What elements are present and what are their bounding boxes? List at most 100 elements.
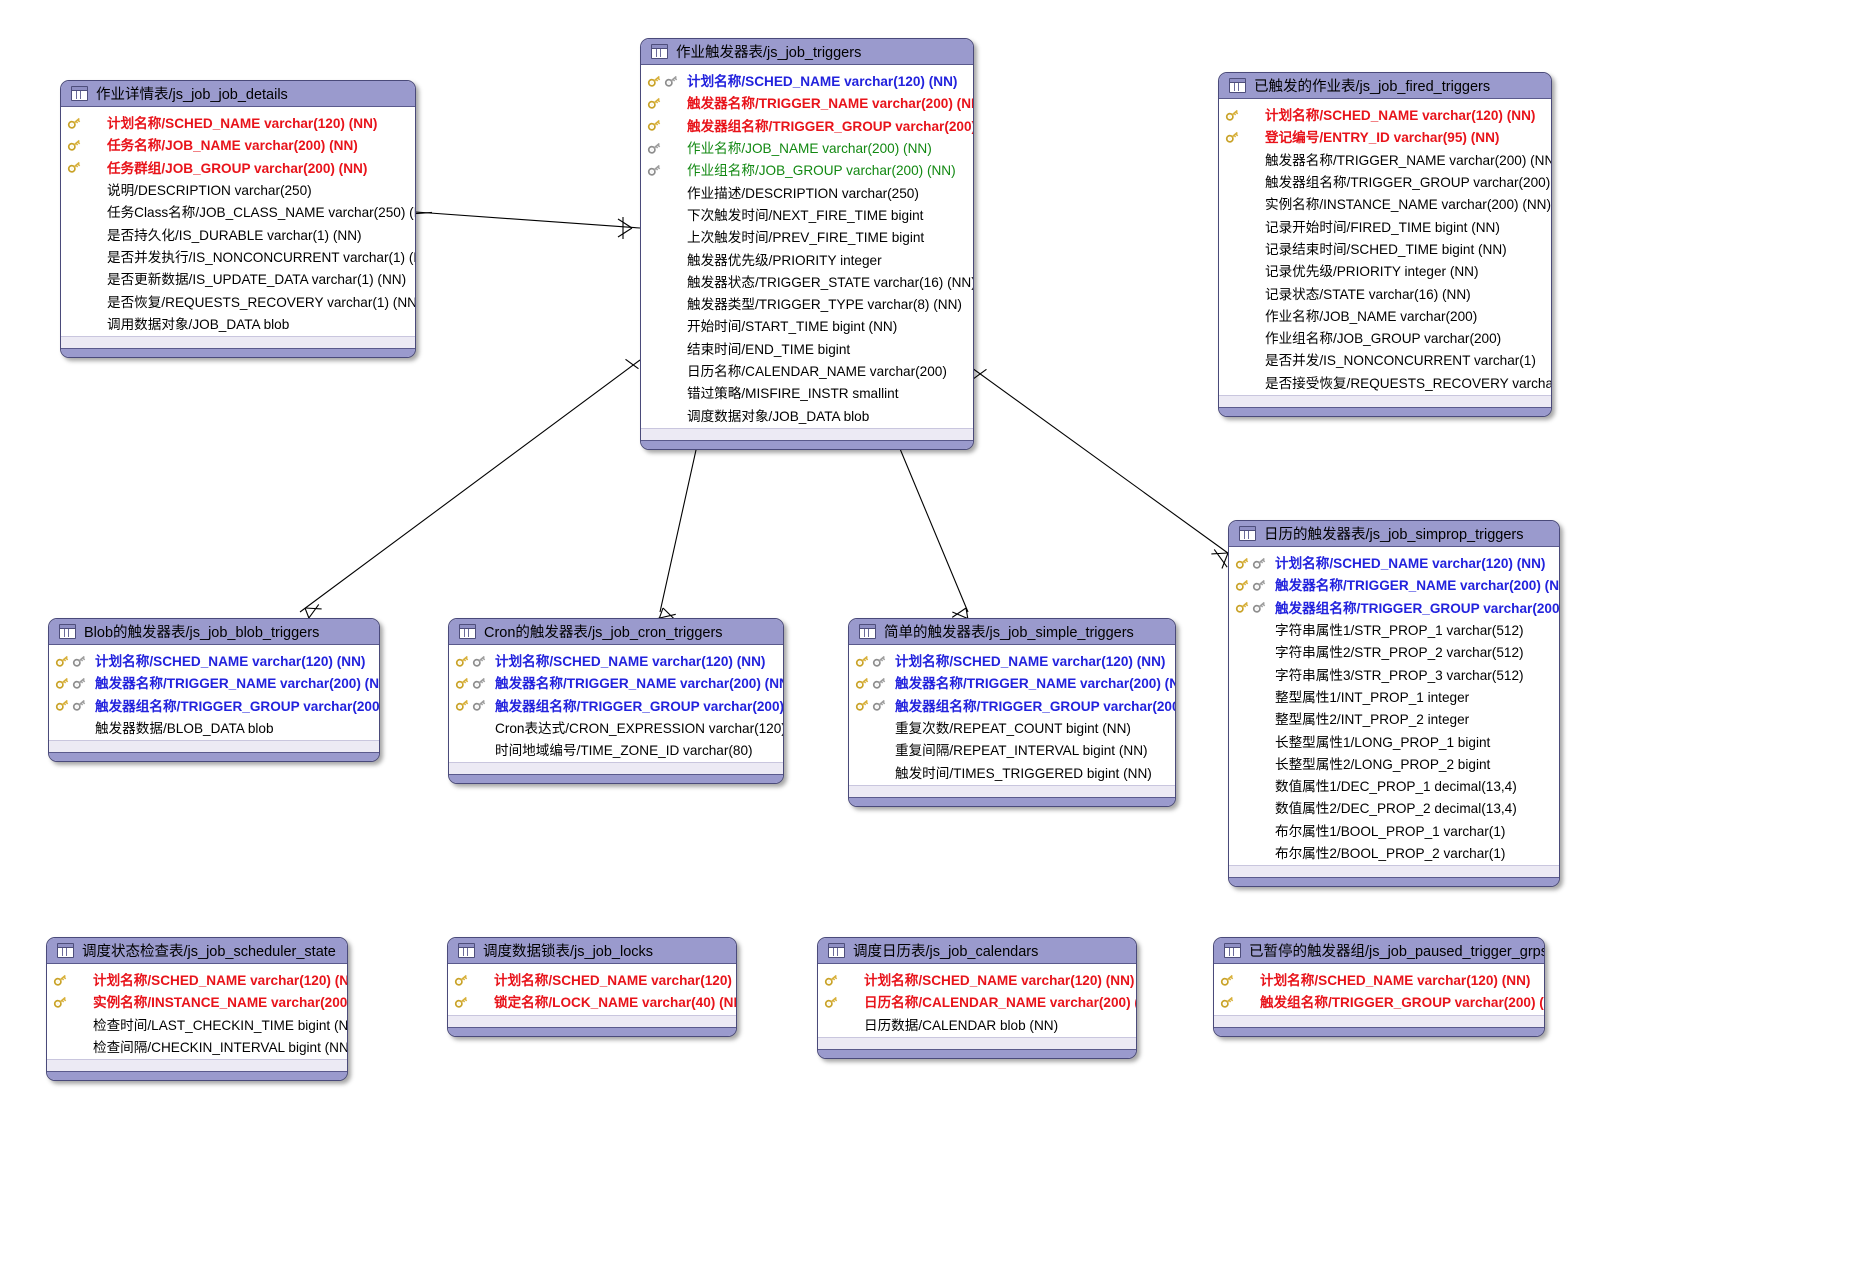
- column-row[interactable]: 日历数据/CALENDAR blob (NN): [818, 1013, 1136, 1035]
- table-header-blob_triggers[interactable]: Blob的触发器表/js_job_blob_triggers: [49, 619, 379, 645]
- column-row[interactable]: 触发器组名称/TRIGGER_GROUP varchar(200) (NN): [449, 694, 783, 716]
- column-row[interactable]: 计划名称/SCHED_NAME varchar(120) (NN): [49, 649, 379, 671]
- column-row[interactable]: 作业名称/JOB_NAME varchar(200) (NN): [641, 136, 973, 158]
- column-row[interactable]: 日历名称/CALENDAR_NAME varchar(200) (NN): [818, 990, 1136, 1012]
- table-header-simprop_triggers[interactable]: 日历的触发器表/js_job_simprop_triggers: [1229, 521, 1559, 547]
- column-row[interactable]: 是否更新数据/IS_UPDATE_DATA varchar(1) (NN): [61, 267, 415, 289]
- column-row[interactable]: 日历名称/CALENDAR_NAME varchar(200): [641, 359, 973, 381]
- entity-table-simprop_triggers[interactable]: 日历的触发器表/js_job_simprop_triggers 计划名称/SCHE…: [1228, 520, 1560, 888]
- column-row[interactable]: 触发器类型/TRIGGER_TYPE varchar(8) (NN): [641, 292, 973, 314]
- column-row[interactable]: 触发器数据/BLOB_DATA blob: [49, 716, 379, 738]
- column-row[interactable]: 错过策略/MISFIRE_INSTR smallint: [641, 381, 973, 403]
- column-row[interactable]: 结束时间/END_TIME bigint: [641, 337, 973, 359]
- column-row[interactable]: 触发器名称/TRIGGER_NAME varchar(200) (NN): [49, 671, 379, 693]
- column-row[interactable]: 记录结束时间/SCHED_TIME bigint (NN): [1219, 237, 1551, 259]
- entity-table-scheduler_state[interactable]: 调度状态检查表/js_job_scheduler_state 计划名称/SCHED…: [46, 937, 348, 1082]
- column-row[interactable]: 是否持久化/IS_DURABLE varchar(1) (NN): [61, 222, 415, 244]
- table-header-paused_trigger_grps[interactable]: 已暂停的触发器组/js_job_paused_trigger_grps: [1214, 938, 1544, 964]
- column-row[interactable]: 记录状态/STATE varchar(16) (NN): [1219, 281, 1551, 303]
- table-header-locks[interactable]: 调度数据锁表/js_job_locks: [448, 938, 736, 964]
- column-row[interactable]: 计划名称/SCHED_NAME varchar(120) (NN): [1214, 968, 1544, 990]
- column-row[interactable]: 是否并发执行/IS_NONCONCURRENT varchar(1) (NN): [61, 245, 415, 267]
- column-row[interactable]: 是否接受恢复/REQUESTS_RECOVERY varchar(1): [1219, 371, 1551, 393]
- column-row[interactable]: 整型属性1/INT_PROP_1 integer: [1229, 685, 1559, 707]
- column-row[interactable]: 开始时间/START_TIME bigint (NN): [641, 314, 973, 336]
- column-row[interactable]: 任务名称/JOB_NAME varchar(200) (NN): [61, 133, 415, 155]
- column-row[interactable]: 长整型属性1/LONG_PROP_1 bigint: [1229, 729, 1559, 751]
- column-row[interactable]: 字符串属性1/STR_PROP_1 varchar(512): [1229, 618, 1559, 640]
- column-row[interactable]: 任务群组/JOB_GROUP varchar(200) (NN): [61, 156, 415, 178]
- column-row[interactable]: Cron表达式/CRON_EXPRESSION varchar(120) (NN…: [449, 716, 783, 738]
- column-row[interactable]: 说明/DESCRIPTION varchar(250): [61, 178, 415, 200]
- column-row[interactable]: 计划名称/SCHED_NAME varchar(120) (NN): [448, 968, 736, 990]
- column-row[interactable]: 触发组名称/TRIGGER_GROUP varchar(200) (NN): [1214, 990, 1544, 1012]
- table-header-simple_triggers[interactable]: 简单的触发器表/js_job_simple_triggers: [849, 619, 1175, 645]
- column-row[interactable]: 检查间隔/CHECKIN_INTERVAL bigint (NN): [47, 1035, 347, 1057]
- column-row[interactable]: 数值属性2/DEC_PROP_2 decimal(13,4): [1229, 796, 1559, 818]
- column-row[interactable]: 触发器优先级/PRIORITY integer: [641, 247, 973, 269]
- table-header-scheduler_state[interactable]: 调度状态检查表/js_job_scheduler_state: [47, 938, 347, 964]
- column-row[interactable]: 检查时间/LAST_CHECKIN_TIME bigint (NN): [47, 1013, 347, 1035]
- column-row[interactable]: 触发器名称/TRIGGER_NAME varchar(200) (NN): [641, 91, 973, 113]
- column-row[interactable]: 计划名称/SCHED_NAME varchar(120) (NN): [449, 649, 783, 671]
- column-row[interactable]: 触发器状态/TRIGGER_STATE varchar(16) (NN): [641, 270, 973, 292]
- column-row[interactable]: 触发器组名称/TRIGGER_GROUP varchar(200) (NN): [49, 694, 379, 716]
- column-row[interactable]: 触发器组名称/TRIGGER_GROUP varchar(200) (NN): [1229, 596, 1559, 618]
- table-header-triggers[interactable]: 作业触发器表/js_job_triggers: [641, 39, 973, 65]
- column-row[interactable]: 重复次数/REPEAT_COUNT bigint (NN): [849, 716, 1175, 738]
- column-row[interactable]: 是否并发/IS_NONCONCURRENT varchar(1): [1219, 348, 1551, 370]
- table-header-cron_triggers[interactable]: Cron的触发器表/js_job_cron_triggers: [449, 619, 783, 645]
- column-row[interactable]: 布尔属性1/BOOL_PROP_1 varchar(1): [1229, 819, 1559, 841]
- column-row[interactable]: 记录开始时间/FIRED_TIME bigint (NN): [1219, 214, 1551, 236]
- column-row[interactable]: 作业名称/JOB_NAME varchar(200): [1219, 304, 1551, 326]
- entity-table-paused_trigger_grps[interactable]: 已暂停的触发器组/js_job_paused_trigger_grps 计划名称/…: [1213, 937, 1545, 1037]
- column-row[interactable]: 计划名称/SCHED_NAME varchar(120) (NN): [818, 968, 1136, 990]
- column-row[interactable]: 触发器名称/TRIGGER_NAME varchar(200) (NN): [849, 671, 1175, 693]
- entity-table-triggers[interactable]: 作业触发器表/js_job_triggers 计划名称/SCHED_NAME va…: [640, 38, 974, 450]
- column-row[interactable]: 任务Class名称/JOB_CLASS_NAME varchar(250) (N…: [61, 200, 415, 222]
- entity-table-locks[interactable]: 调度数据锁表/js_job_locks 计划名称/SCHED_NAME varch…: [447, 937, 737, 1037]
- column-row[interactable]: 布尔属性2/BOOL_PROP_2 varchar(1): [1229, 841, 1559, 863]
- column-row[interactable]: 作业描述/DESCRIPTION varchar(250): [641, 180, 973, 202]
- entity-table-simple_triggers[interactable]: 简单的触发器表/js_job_simple_triggers 计划名称/SCHED…: [848, 618, 1176, 807]
- column-row[interactable]: 上次触发时间/PREV_FIRE_TIME bigint: [641, 225, 973, 247]
- column-row[interactable]: 记录优先级/PRIORITY integer (NN): [1219, 259, 1551, 281]
- column-row[interactable]: 长整型属性2/LONG_PROP_2 bigint: [1229, 752, 1559, 774]
- column-row[interactable]: 调用数据对象/JOB_DATA blob: [61, 312, 415, 334]
- table-header-fired_triggers[interactable]: 已触发的作业表/js_job_fired_triggers: [1219, 73, 1551, 99]
- column-row[interactable]: 时间地域编号/TIME_ZONE_ID varchar(80): [449, 738, 783, 760]
- column-row[interactable]: 触发器组名称/TRIGGER_GROUP varchar(200) (NN): [641, 114, 973, 136]
- column-row[interactable]: 字符串属性3/STR_PROP_3 varchar(512): [1229, 662, 1559, 684]
- column-row[interactable]: 触发器名称/TRIGGER_NAME varchar(200) (NN): [1219, 148, 1551, 170]
- column-row[interactable]: 触发器名称/TRIGGER_NAME varchar(200) (NN): [1229, 573, 1559, 595]
- column-row[interactable]: 计划名称/SCHED_NAME varchar(120) (NN): [47, 968, 347, 990]
- column-row[interactable]: 作业组名称/JOB_GROUP varchar(200) (NN): [641, 158, 973, 180]
- column-row[interactable]: 登记编号/ENTRY_ID varchar(95) (NN): [1219, 125, 1551, 147]
- column-row[interactable]: 重复间隔/REPEAT_INTERVAL bigint (NN): [849, 738, 1175, 760]
- column-row[interactable]: 是否恢复/REQUESTS_RECOVERY varchar(1) (NN): [61, 289, 415, 311]
- column-row[interactable]: 实例名称/INSTANCE_NAME varchar(200) (NN): [47, 990, 347, 1012]
- column-row[interactable]: 计划名称/SCHED_NAME varchar(120) (NN): [1229, 551, 1559, 573]
- column-row[interactable]: 触发时间/TIMES_TRIGGERED bigint (NN): [849, 760, 1175, 782]
- column-row[interactable]: 计划名称/SCHED_NAME varchar(120) (NN): [641, 69, 973, 91]
- entity-table-calendars[interactable]: 调度日历表/js_job_calendars 计划名称/SCHED_NAME va…: [817, 937, 1137, 1059]
- entity-table-blob_triggers[interactable]: Blob的触发器表/js_job_blob_triggers 计划名称/SCHED…: [48, 618, 380, 763]
- column-row[interactable]: 触发器组名称/TRIGGER_GROUP varchar(200) (NN): [1219, 170, 1551, 192]
- column-row[interactable]: 计划名称/SCHED_NAME varchar(120) (NN): [1219, 103, 1551, 125]
- column-row[interactable]: 字符串属性2/STR_PROP_2 varchar(512): [1229, 640, 1559, 662]
- column-row[interactable]: 实例名称/INSTANCE_NAME varchar(200) (NN): [1219, 192, 1551, 214]
- column-row[interactable]: 触发器组名称/TRIGGER_GROUP varchar(200) (NN): [849, 694, 1175, 716]
- column-row[interactable]: 锁定名称/LOCK_NAME varchar(40) (NN): [448, 990, 736, 1012]
- table-header-job_details[interactable]: 作业详情表/js_job_job_details: [61, 81, 415, 107]
- column-row[interactable]: 计划名称/SCHED_NAME varchar(120) (NN): [849, 649, 1175, 671]
- column-row[interactable]: 调度数据对象/JOB_DATA blob: [641, 403, 973, 425]
- column-row[interactable]: 触发器名称/TRIGGER_NAME varchar(200) (NN): [449, 671, 783, 693]
- table-header-calendars[interactable]: 调度日历表/js_job_calendars: [818, 938, 1136, 964]
- entity-table-fired_triggers[interactable]: 已触发的作业表/js_job_fired_triggers 计划名称/SCHED_…: [1218, 72, 1552, 417]
- column-row[interactable]: 下次触发时间/NEXT_FIRE_TIME bigint: [641, 203, 973, 225]
- column-row[interactable]: 数值属性1/DEC_PROP_1 decimal(13,4): [1229, 774, 1559, 796]
- entity-table-cron_triggers[interactable]: Cron的触发器表/js_job_cron_triggers 计划名称/SCHED…: [448, 618, 784, 785]
- column-row[interactable]: 作业组名称/JOB_GROUP varchar(200): [1219, 326, 1551, 348]
- column-row[interactable]: 整型属性2/INT_PROP_2 integer: [1229, 707, 1559, 729]
